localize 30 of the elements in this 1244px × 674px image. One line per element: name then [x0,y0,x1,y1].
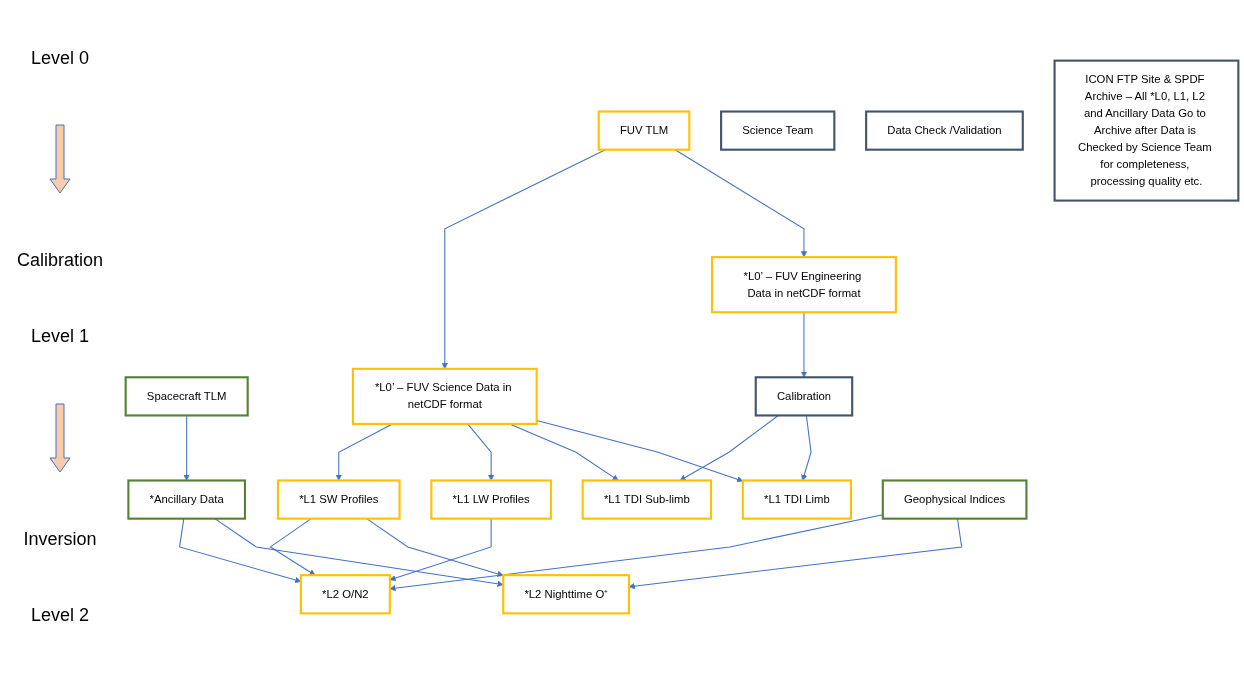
node-box: Geophysical Indices [881,479,1028,520]
level-label: Calibration [16,249,103,271]
arrow [214,518,504,587]
arrow [628,518,963,590]
node-box: *L1 SW Profiles [276,479,401,520]
level-label: Level 2 [30,605,89,627]
node-box: *L1 TDI Sub-limb [581,479,713,520]
arrow [335,423,393,481]
arrow [674,149,808,258]
node-box: *L2 O/N2 [299,574,391,615]
node-box: *L0’ – FUV Science Data in netCDF format [351,367,538,425]
node-box: Data Check /Validation [865,110,1024,151]
level-label: Level 0 [30,47,89,69]
node-box: *Ancillary Data [127,479,246,520]
arrow [536,419,744,483]
node-box: Calibration [754,376,854,417]
node-box: *L1 TDI Limb [741,479,853,520]
arrow [269,518,316,576]
node-box: ICON FTP Site & SPDF Archive – All *L0, L1, L2 and Ancillary Data Go to Archive after Data is Checked by Science Team for completeness, processing quality etc. [1053,59,1240,202]
level-label: Level 1 [30,326,89,348]
node-box: Science Team [720,110,836,151]
node-box: *L1 LW Profiles [430,479,552,520]
node-box: *L0’ – FUV Engineering Data in netCDF format [711,256,897,314]
arrow [366,518,504,577]
level-label: Inversion [23,528,97,550]
arrow [389,518,492,582]
node-box: *L2 Nighttime O⁺ [502,574,631,615]
node-box: FUV TLM [597,110,691,151]
node-box: Spacecraft TLM [124,376,249,417]
arrow [467,423,495,481]
